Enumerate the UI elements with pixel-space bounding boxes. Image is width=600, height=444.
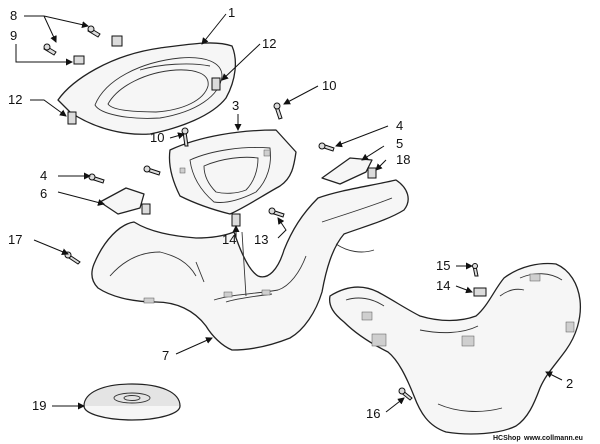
clip-12-top — [211, 77, 221, 91]
part-5-plate — [321, 157, 373, 185]
callout-14-center: 14 — [222, 232, 236, 247]
callout-6: 6 — [40, 186, 47, 201]
credit-line: HCShop www.collmann.eu — [493, 435, 583, 442]
callout-2: 2 — [566, 376, 573, 391]
clip-6 — [141, 203, 151, 215]
callout-16: 16 — [366, 406, 380, 421]
leader-lines — [15, 13, 563, 413]
clip-9 — [73, 35, 123, 65]
clip-18 — [367, 167, 377, 179]
callout-10-mid: 10 — [150, 130, 164, 145]
part-3-headlight-frame — [168, 129, 297, 215]
screw-4-right — [318, 142, 335, 152]
callout-19: 19 — [32, 398, 46, 413]
part-2-rear-handlebar-cover — [328, 262, 582, 435]
callout-12-top: 12 — [262, 36, 276, 51]
callout-numbers: 1 8 9 12 12 10 3 10 4 5 18 4 6 17 14 13 … — [8, 5, 573, 421]
clip-14-right — [473, 287, 487, 297]
callout-1: 1 — [228, 5, 235, 20]
part-6-plate — [99, 187, 145, 215]
callout-12-left: 12 — [8, 92, 22, 107]
callout-17: 17 — [8, 232, 22, 247]
screw-8-a — [43, 43, 57, 56]
callout-14-right: 14 — [436, 278, 450, 293]
screw-17 — [64, 251, 81, 265]
screw-10-mid — [181, 127, 189, 147]
part-7-front-handlebar-cover — [91, 179, 409, 351]
screw-8-b — [87, 25, 101, 38]
callout-4-right: 4 — [396, 118, 403, 133]
credit-site: www.collmann.eu — [523, 435, 583, 442]
screw-16 — [398, 387, 413, 401]
part-19-round-cap — [83, 383, 181, 421]
callout-4-left: 4 — [40, 168, 47, 183]
clip-12-left — [67, 111, 77, 125]
part-1-instrument-cover — [57, 42, 237, 135]
clip-14-center — [231, 213, 241, 227]
callout-10-top: 10 — [322, 78, 336, 93]
callout-13: 13 — [254, 232, 268, 247]
callout-5: 5 — [396, 136, 403, 151]
screw-10-top — [273, 102, 283, 120]
screw-13 — [268, 207, 285, 218]
screw-10-left — [143, 165, 161, 176]
callout-18: 18 — [396, 152, 410, 167]
credit-shop: HCShop — [493, 435, 521, 442]
screw-15 — [472, 263, 479, 277]
callout-15: 15 — [436, 258, 450, 273]
callout-3: 3 — [232, 98, 239, 113]
callout-9: 9 — [10, 28, 17, 43]
callout-7: 7 — [162, 348, 169, 363]
screw-4-left — [88, 173, 105, 184]
callout-8: 8 — [10, 8, 17, 23]
